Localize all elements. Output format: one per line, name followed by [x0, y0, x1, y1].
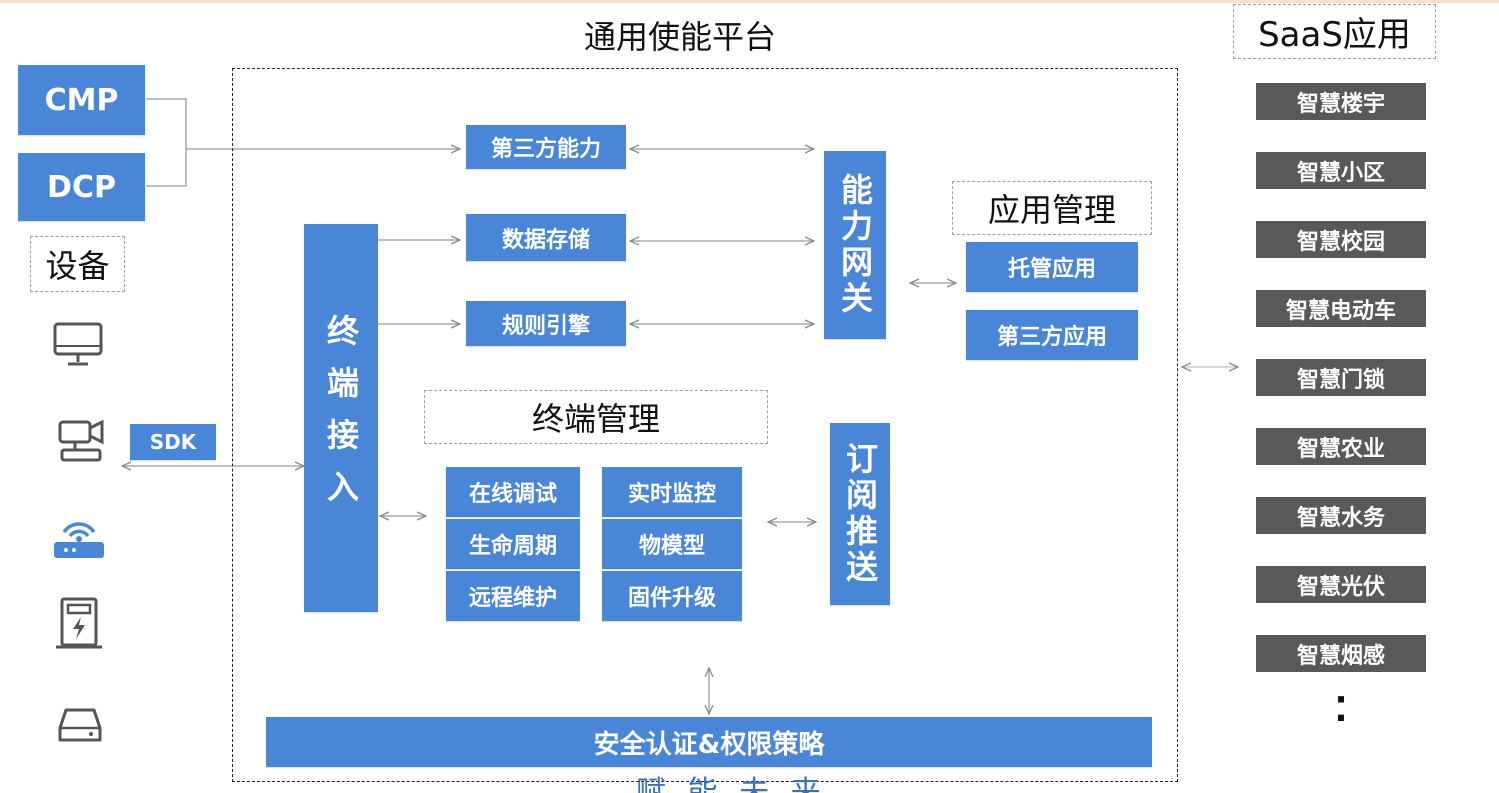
cmp-box: CMP: [18, 65, 145, 135]
saas-app-smart-community: 智慧小区: [1256, 152, 1426, 189]
third-party-capability-box: 第三方能力: [466, 125, 626, 169]
lifecycle-box: 生命周期: [446, 519, 580, 569]
saas-title: SaaS应用: [1233, 4, 1436, 59]
saas-app-smart-smoke: 智慧烟感: [1256, 635, 1426, 672]
dcp-box: DCP: [18, 153, 145, 221]
capability-gateway-box: 能力网关: [824, 151, 886, 339]
online-debug-box: 在线调试: [446, 467, 580, 517]
devices-label: 设备: [30, 236, 125, 292]
bottom-caption: 赋 能 未 来: [636, 778, 836, 793]
subscription-push-box: 订阅推送: [830, 423, 890, 605]
terminal-access-box: 终端接入: [304, 224, 378, 612]
saas-app-smart-lock: 智慧门锁: [1256, 359, 1426, 396]
top-accent-line: [0, 0, 1499, 3]
router-icon: [54, 522, 104, 558]
thing-model-box: 物模型: [602, 519, 742, 569]
platform-frame: [232, 68, 1178, 782]
saas-app-smart-water: 智慧水务: [1256, 497, 1426, 534]
realtime-monitor-box: 实时监控: [602, 467, 742, 517]
security-policy-bar: 安全认证&权限策略: [266, 717, 1152, 767]
storage-device-icon: [58, 708, 102, 742]
saas-app-smart-campus: 智慧校园: [1256, 221, 1426, 258]
platform-title: 通用使能平台: [583, 18, 776, 56]
sdk-box: SDK: [130, 424, 216, 460]
saas-app-smart-ebike: 智慧电动车: [1256, 290, 1426, 327]
rule-engine-box: 规则引擎: [466, 301, 626, 346]
firmware-upgrade-box: 固件升级: [602, 571, 742, 621]
third-party-app-box: 第三方应用: [966, 310, 1138, 360]
bottom-caption-clip: 赋 能 未 来: [636, 776, 836, 793]
saas-app-smart-pv: 智慧光伏: [1256, 566, 1426, 603]
charging-pile-icon: [56, 597, 102, 649]
saas-app-smart-building: 智慧楼宇: [1256, 83, 1426, 120]
camera-icon: [58, 419, 104, 462]
monitor-icon: [53, 322, 103, 366]
remote-maintenance-box: 远程维护: [446, 571, 580, 621]
data-storage-box: 数据存储: [466, 214, 626, 261]
saas-app-smart-agriculture: 智慧农业: [1256, 428, 1426, 465]
saas-more-indicator: ⁚: [1334, 690, 1348, 730]
terminal-management-title: 终端管理: [424, 390, 768, 444]
app-management-title: 应用管理: [952, 181, 1152, 235]
hosted-app-box: 托管应用: [966, 242, 1138, 292]
